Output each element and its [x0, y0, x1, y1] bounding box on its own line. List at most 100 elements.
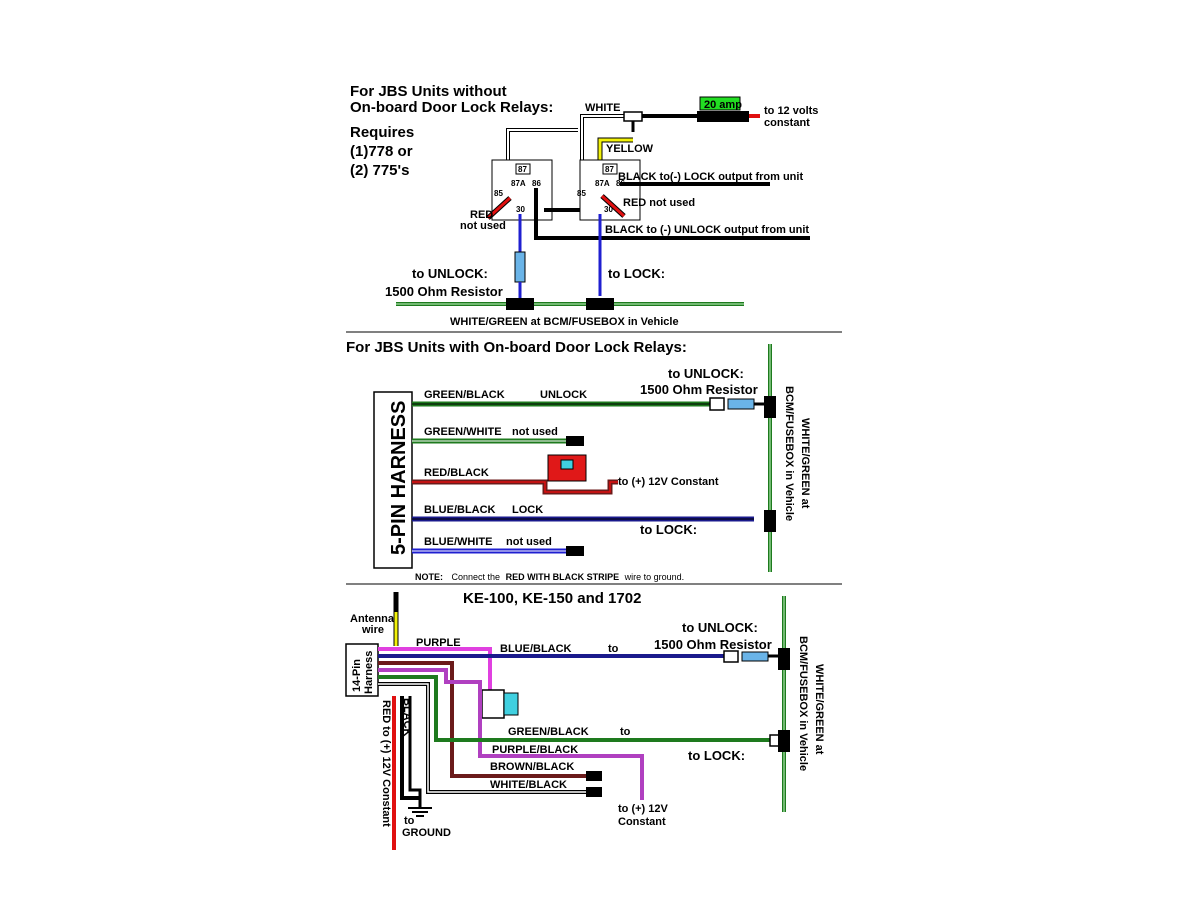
- section1-req-775: (2) 775's: [350, 162, 409, 179]
- section2-note: NOTE: Connect the RED WITH BLACK STRIPE …: [415, 572, 684, 582]
- label-to-12v-s2: to (+) 12V Constant: [618, 476, 719, 488]
- label-to12-s3-1: to (+) 12V: [618, 803, 668, 815]
- label-antenna-1: Antenna: [350, 613, 395, 625]
- label-bcm-s3-line2: BCM/FUSEBOX in Vehicle: [797, 636, 809, 771]
- label-green-black-s3: GREEN/BLACK: [508, 726, 589, 738]
- label-to-s3-lock: to: [620, 726, 631, 738]
- five-pin-harness: [373, 391, 413, 569]
- label-not-used-bw: not used: [506, 536, 552, 548]
- resistor-s2: [727, 398, 755, 410]
- label-to-ground-1: to: [404, 815, 415, 827]
- note-bold: RED WITH BLACK STRIPE: [506, 572, 620, 582]
- label-resistor-s1: 1500 Ohm Resistor: [385, 284, 503, 299]
- cap-brown-black: [586, 771, 602, 781]
- cap-blue-white: [566, 546, 584, 556]
- relay-left-87: [515, 163, 531, 175]
- fuse-holder: [697, 111, 749, 122]
- pin-87-right: 87: [605, 165, 614, 174]
- wire-black-ground-2: [408, 696, 422, 808]
- label-harness-1: 14-Pin: [351, 659, 363, 692]
- section2-title: For JBS Units with On-board Door Lock Re…: [346, 339, 687, 356]
- label-red-black: RED/BLACK: [424, 467, 489, 479]
- label-fuse: 20 amp: [704, 99, 742, 111]
- door-lock-module-plug: [503, 692, 519, 716]
- note-post: wire to ground.: [624, 572, 685, 582]
- label-not-used-gw: not used: [512, 426, 558, 438]
- section1-title-line2: On-board Door Lock Relays:: [350, 99, 553, 116]
- section1-title-line1: For JBS Units without: [350, 83, 507, 100]
- resistor-s3: [741, 651, 769, 662]
- label-to12-s3-2: Constant: [618, 816, 666, 828]
- connector-unlock-s2: [709, 397, 725, 411]
- label-white: WHITE: [585, 102, 620, 114]
- label-to-s3-unlock: to: [608, 643, 619, 655]
- tap-connector-top: [623, 111, 643, 122]
- wire-black-ground: [400, 696, 420, 800]
- pin-85-right: 85: [577, 189, 586, 198]
- label-blue-white: BLUE/WHITE: [424, 536, 492, 548]
- cap-green-white: [566, 436, 584, 446]
- tap-s3-lock: [778, 730, 790, 752]
- pin-87a-right: 87A: [595, 179, 610, 188]
- label-to-lock-s2: to LOCK:: [640, 522, 697, 537]
- red-wire-left-stub-inner: [486, 196, 512, 220]
- label-bcm-s3-line1: WHITE/GREEN at: [813, 664, 825, 755]
- section1-req-778: (1)778 or: [350, 143, 413, 160]
- fuse-20amp: [699, 96, 741, 111]
- door-lock-module: [481, 689, 505, 719]
- label-purple-s3: PURPLE: [416, 637, 461, 649]
- tap-s1-lock: [586, 298, 614, 310]
- pin-85-left: 85: [494, 189, 503, 198]
- tap-s2-lock: [764, 510, 776, 532]
- label-lock-s2: LOCK: [512, 504, 543, 516]
- pin-30-right: 30: [604, 205, 613, 214]
- label-red-left-2: not used: [460, 220, 506, 232]
- label-five-pin-harness: 5-PIN HARNESS: [388, 401, 410, 555]
- relay-right-87: [602, 163, 618, 175]
- wire-red-black-s2: [412, 479, 618, 495]
- section-without-relays: For JBS Units without On-board Door Lock…: [350, 83, 818, 328]
- label-unlock-s2: UNLOCK: [540, 389, 587, 401]
- label-resistor-s3: 1500 Ohm Resistor: [654, 637, 772, 652]
- label-red-not-used-right: RED not used: [623, 197, 695, 209]
- wire-green-black-s3: [378, 675, 770, 742]
- label-to12-line2: constant: [764, 117, 810, 129]
- label-black-lock: BLACK to(-) LOCK output from unit: [618, 171, 803, 183]
- label-to12-line1: to 12 volts: [764, 105, 818, 117]
- tap-s1-unlock: [506, 298, 534, 310]
- label-bcm-s2-line2: BCM/FUSEBOX in Vehicle: [783, 386, 795, 521]
- inline-fuse-window: [560, 459, 574, 470]
- label-red-left-1: RED: [470, 209, 493, 221]
- label-to-unlock-s3: to UNLOCK:: [682, 620, 758, 635]
- label-to-ground-2: GROUND: [402, 827, 451, 839]
- wire-white-black-s3-stripe: [378, 683, 590, 793]
- cap-white-black: [586, 787, 602, 797]
- wire-purple-s3: [378, 647, 492, 692]
- tap-s2-unlock: [764, 396, 776, 418]
- section-with-relays: For JBS Units with On-board Door Lock Re…: [346, 339, 811, 582]
- label-purple-black: PURPLE/BLACK: [492, 744, 578, 756]
- label-red12-s3: RED to (+) 12V Constant: [380, 700, 392, 827]
- label-resistor-s2: 1500 Ohm Resistor: [640, 382, 758, 397]
- label-bcm-s1: WHITE/GREEN at BCM/FUSEBOX in Vehicle: [450, 316, 679, 328]
- label-blue-black-s2: BLUE/BLACK: [424, 504, 496, 516]
- label-green-black-s2: GREEN/BLACK: [424, 389, 505, 401]
- label-blue-black-s3: BLUE/BLACK: [500, 643, 572, 655]
- label-to-unlock-s1: to UNLOCK:: [412, 266, 488, 281]
- label-bcm-s2-line1: WHITE/GREEN at: [799, 418, 811, 509]
- pin-30-left: 30: [516, 205, 525, 214]
- wire-brown-black-s3: [378, 661, 590, 778]
- label-to-lock-s1: to LOCK:: [608, 266, 665, 281]
- label-brown-black: BROWN/BLACK: [490, 761, 574, 773]
- label-white-black: WHITE/BLACK: [490, 779, 567, 791]
- label-harness-2: Harness: [363, 651, 375, 694]
- fourteen-pin-harness: [345, 643, 379, 697]
- wire-red-black-s2-stripe: [412, 481, 618, 493]
- note-label: NOTE:: [415, 572, 443, 582]
- tap-s3-unlock: [778, 648, 790, 670]
- section3-title: KE-100, KE-150 and 1702: [463, 590, 641, 607]
- label-green-white: GREEN/WHITE: [424, 426, 502, 438]
- pin-86-left: 86: [532, 179, 541, 188]
- wire-purple-black-s3: [378, 668, 644, 800]
